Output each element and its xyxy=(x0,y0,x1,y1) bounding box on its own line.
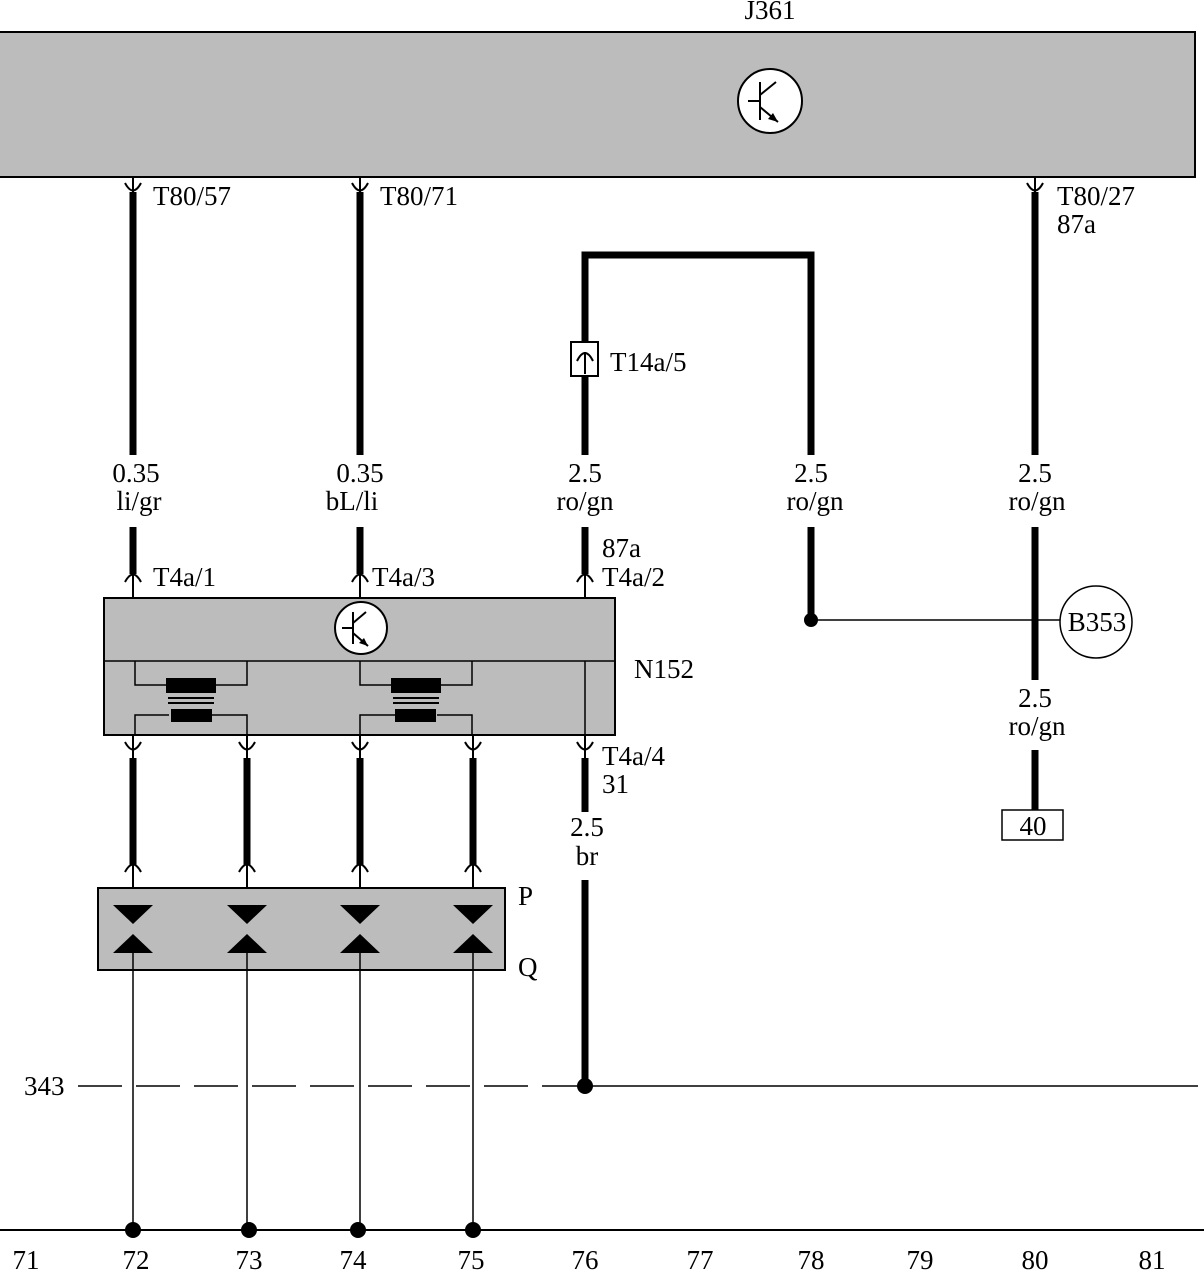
wire-color: ro/gn xyxy=(1009,486,1066,516)
module-pin-terminal: 31 xyxy=(602,769,629,799)
grid-number: 73 xyxy=(236,1245,263,1272)
wire-size: 2.5 xyxy=(794,458,828,488)
spark-plug-icon xyxy=(113,905,493,953)
ecu-pin-connector-icon xyxy=(124,177,142,192)
spark-plug-label-bottom: Q xyxy=(518,952,538,982)
wire-color: ro/gn xyxy=(557,486,614,516)
wire-color: li/gr xyxy=(117,486,162,516)
ignition-coil-icon xyxy=(391,678,441,722)
wire-color: ro/gn xyxy=(1009,711,1066,741)
wire-color: bL/li xyxy=(326,486,379,516)
ignition-coil-icon xyxy=(166,678,216,722)
module-pin-label: T4a/2 xyxy=(602,562,665,592)
grid-number: 72 xyxy=(123,1245,150,1272)
grid-number: 79 xyxy=(907,1245,934,1272)
spark-plug-connector-icon xyxy=(124,863,482,888)
ignition-coil-icon xyxy=(134,661,248,735)
module-pin-connector-icon xyxy=(124,735,594,758)
ecu-name: J361 xyxy=(744,0,795,25)
ground-ref-box xyxy=(1001,809,1064,841)
ecu-pin-connector-icon xyxy=(1026,177,1044,192)
module-name: N152 xyxy=(634,654,694,684)
module-pin-label: T4a/1 xyxy=(153,562,216,592)
ignition-coil-icon xyxy=(359,661,473,735)
grid-number: 80 xyxy=(1022,1245,1049,1272)
ground-bus-splice-dot xyxy=(577,1078,593,1094)
ecu-pin-label: T80/57 xyxy=(153,181,231,211)
inline-connector-label: T14a/5 xyxy=(610,347,686,377)
grid-number: 81 xyxy=(1139,1245,1166,1272)
module-pin-terminal: 87a xyxy=(602,533,641,563)
ecu-j361-block xyxy=(0,31,1196,178)
ecu-transistor-icon xyxy=(737,68,803,134)
grid-number: 76 xyxy=(572,1245,599,1272)
wire-size: 2.5 xyxy=(568,458,602,488)
splice-b353-circle xyxy=(1059,585,1133,659)
wire-size: 0.35 xyxy=(336,458,383,488)
module-transistor-icon xyxy=(334,601,388,655)
grid-numbers: 71 72 73 74 75 76 77 78 79 80 81 xyxy=(13,1245,1166,1272)
ground-wires xyxy=(132,953,474,1230)
module-pin-label: T4a/3 xyxy=(372,562,435,592)
module-pin-connector-icon xyxy=(351,573,369,598)
ecu-pin-label: T80/71 xyxy=(380,181,458,211)
ecu-pin-connector-icon xyxy=(351,177,369,192)
module-pin-connector-icon xyxy=(124,573,142,598)
grid-number: 75 xyxy=(458,1245,485,1272)
spark-plug-block xyxy=(97,887,506,971)
ground-ref-label: 40 xyxy=(1020,811,1047,841)
splice-b353-label: B353 xyxy=(1068,607,1127,637)
ht-lead-wires xyxy=(129,758,477,865)
ecu-pin-label: T80/27 xyxy=(1057,181,1135,211)
wire-size: 2.5 xyxy=(1018,458,1052,488)
wire-size: 2.5 xyxy=(1018,683,1052,713)
grid-number: 78 xyxy=(798,1245,825,1272)
ground-bus-label: 343 xyxy=(24,1071,65,1101)
grid-number: 74 xyxy=(340,1245,368,1272)
module-pin-label: T4a/4 xyxy=(602,741,665,771)
wire-size: 2.5 xyxy=(570,812,604,842)
grid-number: 77 xyxy=(687,1245,714,1272)
ecu-pin-terminal: 87a xyxy=(1057,209,1096,239)
wire-color: ro/gn xyxy=(787,486,844,516)
inline-connector-icon xyxy=(570,341,599,377)
wire-color: br xyxy=(576,841,599,871)
wire-loop xyxy=(581,251,815,455)
module-pin-connector-icon xyxy=(576,573,594,598)
spark-plug-label-top: P xyxy=(518,881,533,911)
wire-size: 0.35 xyxy=(112,458,159,488)
grid-number: 71 xyxy=(13,1245,40,1272)
bottom-bus-splice-dots xyxy=(125,1222,481,1238)
